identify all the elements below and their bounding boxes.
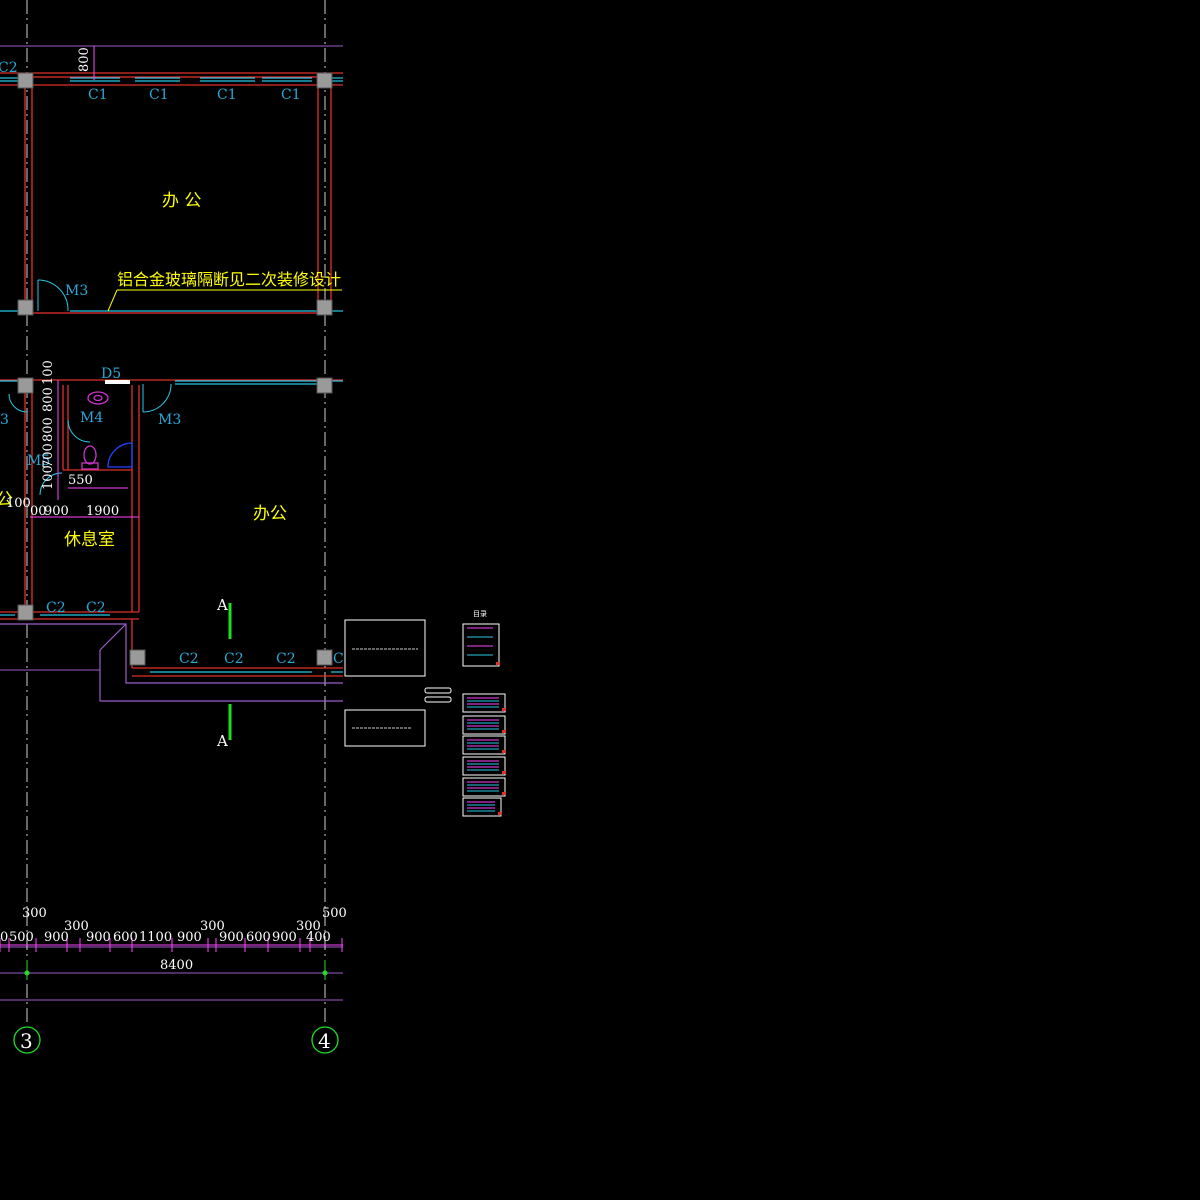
legend-box-top xyxy=(344,619,426,677)
door-label-m3-left: 3 xyxy=(0,412,9,428)
dimension-text: 300 xyxy=(64,919,89,934)
index-sheet-marker xyxy=(498,812,502,815)
window-label-c1: C1 xyxy=(88,87,108,103)
dimension-text-800: 800 xyxy=(77,47,92,72)
upper-office-walls xyxy=(0,72,343,314)
window-label-c1: C1 xyxy=(149,87,169,103)
lower-doors xyxy=(8,383,172,496)
dimension-text: 900 xyxy=(44,930,69,945)
entrance-outline xyxy=(0,623,343,702)
window-label-c2: C2 xyxy=(276,651,296,667)
dimension-text: 600 xyxy=(246,930,271,945)
lower-columns xyxy=(17,377,333,666)
axis-marker-4: 4 xyxy=(311,1026,339,1054)
bottom-dimension-lower-row: 0 500 900 900 600 1100 900 900 600 900 4… xyxy=(0,930,331,945)
section-mark-a: A A xyxy=(216,596,232,750)
dimension-text: 100 xyxy=(6,496,31,511)
index-sheet-marker xyxy=(502,771,506,774)
window-label-c2: C xyxy=(333,651,344,667)
partition-note-leader xyxy=(107,289,118,312)
dimension-text: 900 xyxy=(219,930,244,945)
dimension-text: 500 xyxy=(322,906,347,921)
dimension-text: 900 xyxy=(44,504,69,519)
upper-windows xyxy=(0,77,343,312)
index-sheet-title: 目录 xyxy=(473,610,487,618)
window-label-c1: C1 xyxy=(281,87,301,103)
index-sheet-thumbnail xyxy=(462,735,506,755)
door-label-m3-top: M3 xyxy=(65,283,88,299)
dimension-text-550: 550 xyxy=(68,473,93,488)
index-sheet-marker xyxy=(502,792,506,795)
index-sheet-thumbnail xyxy=(462,777,506,797)
partition-note: 铝合金玻璃隔断见二次装修设计 xyxy=(117,270,341,289)
bottom-dimension-ticks xyxy=(0,938,343,952)
dimension-text: 800 xyxy=(41,387,56,412)
index-sheet-thumbnail xyxy=(462,797,502,817)
dimension-text: 500 xyxy=(9,930,34,945)
dimension-text: 900 xyxy=(177,930,202,945)
dimension-text: 400 xyxy=(306,930,331,945)
window-label-c2: C2 xyxy=(224,651,244,667)
window-label-c2: C2 xyxy=(46,600,66,616)
dimension-text: 100 xyxy=(41,465,56,490)
room-label-rest-room: 休息室 xyxy=(64,530,115,550)
door-label-d5: D5 xyxy=(101,366,121,382)
lower-glass-lines xyxy=(0,380,343,673)
break-symbol xyxy=(424,687,452,703)
index-sheet-thumbnail xyxy=(462,623,500,667)
room-label-office-lower: 办公 xyxy=(253,504,287,524)
door-label-m4: M4 xyxy=(80,410,103,426)
index-sheet-thumbnail xyxy=(462,715,506,735)
index-sheet-thumbnail xyxy=(462,693,506,713)
axis-grid xyxy=(0,45,343,1001)
section-label: A xyxy=(216,596,228,614)
dimension-text: 1100 xyxy=(139,930,172,945)
dimension-text: 300 xyxy=(200,919,225,934)
drawing-index-thumbnails xyxy=(462,623,506,817)
dimension-text: 900 xyxy=(272,930,297,945)
upper-columns xyxy=(17,72,333,316)
dimension-text: 100 xyxy=(41,360,56,385)
dimension-text: 1900 xyxy=(86,504,119,519)
index-sheet-thumbnail xyxy=(462,756,506,776)
index-sheet-marker xyxy=(496,662,500,665)
dimension-text: 0 xyxy=(0,930,8,945)
overall-dimension xyxy=(24,960,328,980)
dimension-text: 300 xyxy=(296,919,321,934)
index-sheet-marker xyxy=(502,708,506,711)
window-label-c2: C2 xyxy=(179,651,199,667)
dimension-lines xyxy=(0,46,343,946)
axis-marker-label: 3 xyxy=(20,1029,33,1053)
index-sheet-marker xyxy=(502,730,506,733)
door-label-m5: M5 xyxy=(27,453,50,469)
bottom-dimension-upper-row: 300 300 300 300 500 xyxy=(22,906,347,934)
dimension-text: 00 xyxy=(30,504,47,519)
room-label-office-upper: 办 公 xyxy=(162,191,201,211)
room-label-office-left: 公 xyxy=(0,490,13,510)
dimension-text: 300 xyxy=(22,906,47,921)
index-sheet-marker xyxy=(502,750,506,753)
dimension-text: 700 xyxy=(41,443,56,468)
left-vertical-dimensions: 100 800 800 700 100 xyxy=(41,360,56,490)
window-label-c2: C2 xyxy=(86,600,106,616)
legend-box-bottom xyxy=(344,709,426,747)
door-m3-top xyxy=(37,279,69,312)
dimension-text: 900 xyxy=(86,930,111,945)
window-label-c1: C1 xyxy=(217,87,237,103)
overall-dimension-text: 8400 xyxy=(160,958,193,973)
axis-marker-3: 3 xyxy=(13,1026,41,1054)
section-label: A xyxy=(216,732,228,750)
window-label-c2-top-left: C2 xyxy=(0,60,18,76)
door-label-m3-right: M3 xyxy=(158,412,181,428)
dimension-text: 800 xyxy=(41,417,56,442)
axis-vertical-lines xyxy=(26,0,326,1025)
dimension-text: 600 xyxy=(113,930,138,945)
bathroom-fixtures xyxy=(81,380,133,470)
axis-marker-label: 4 xyxy=(318,1029,331,1053)
